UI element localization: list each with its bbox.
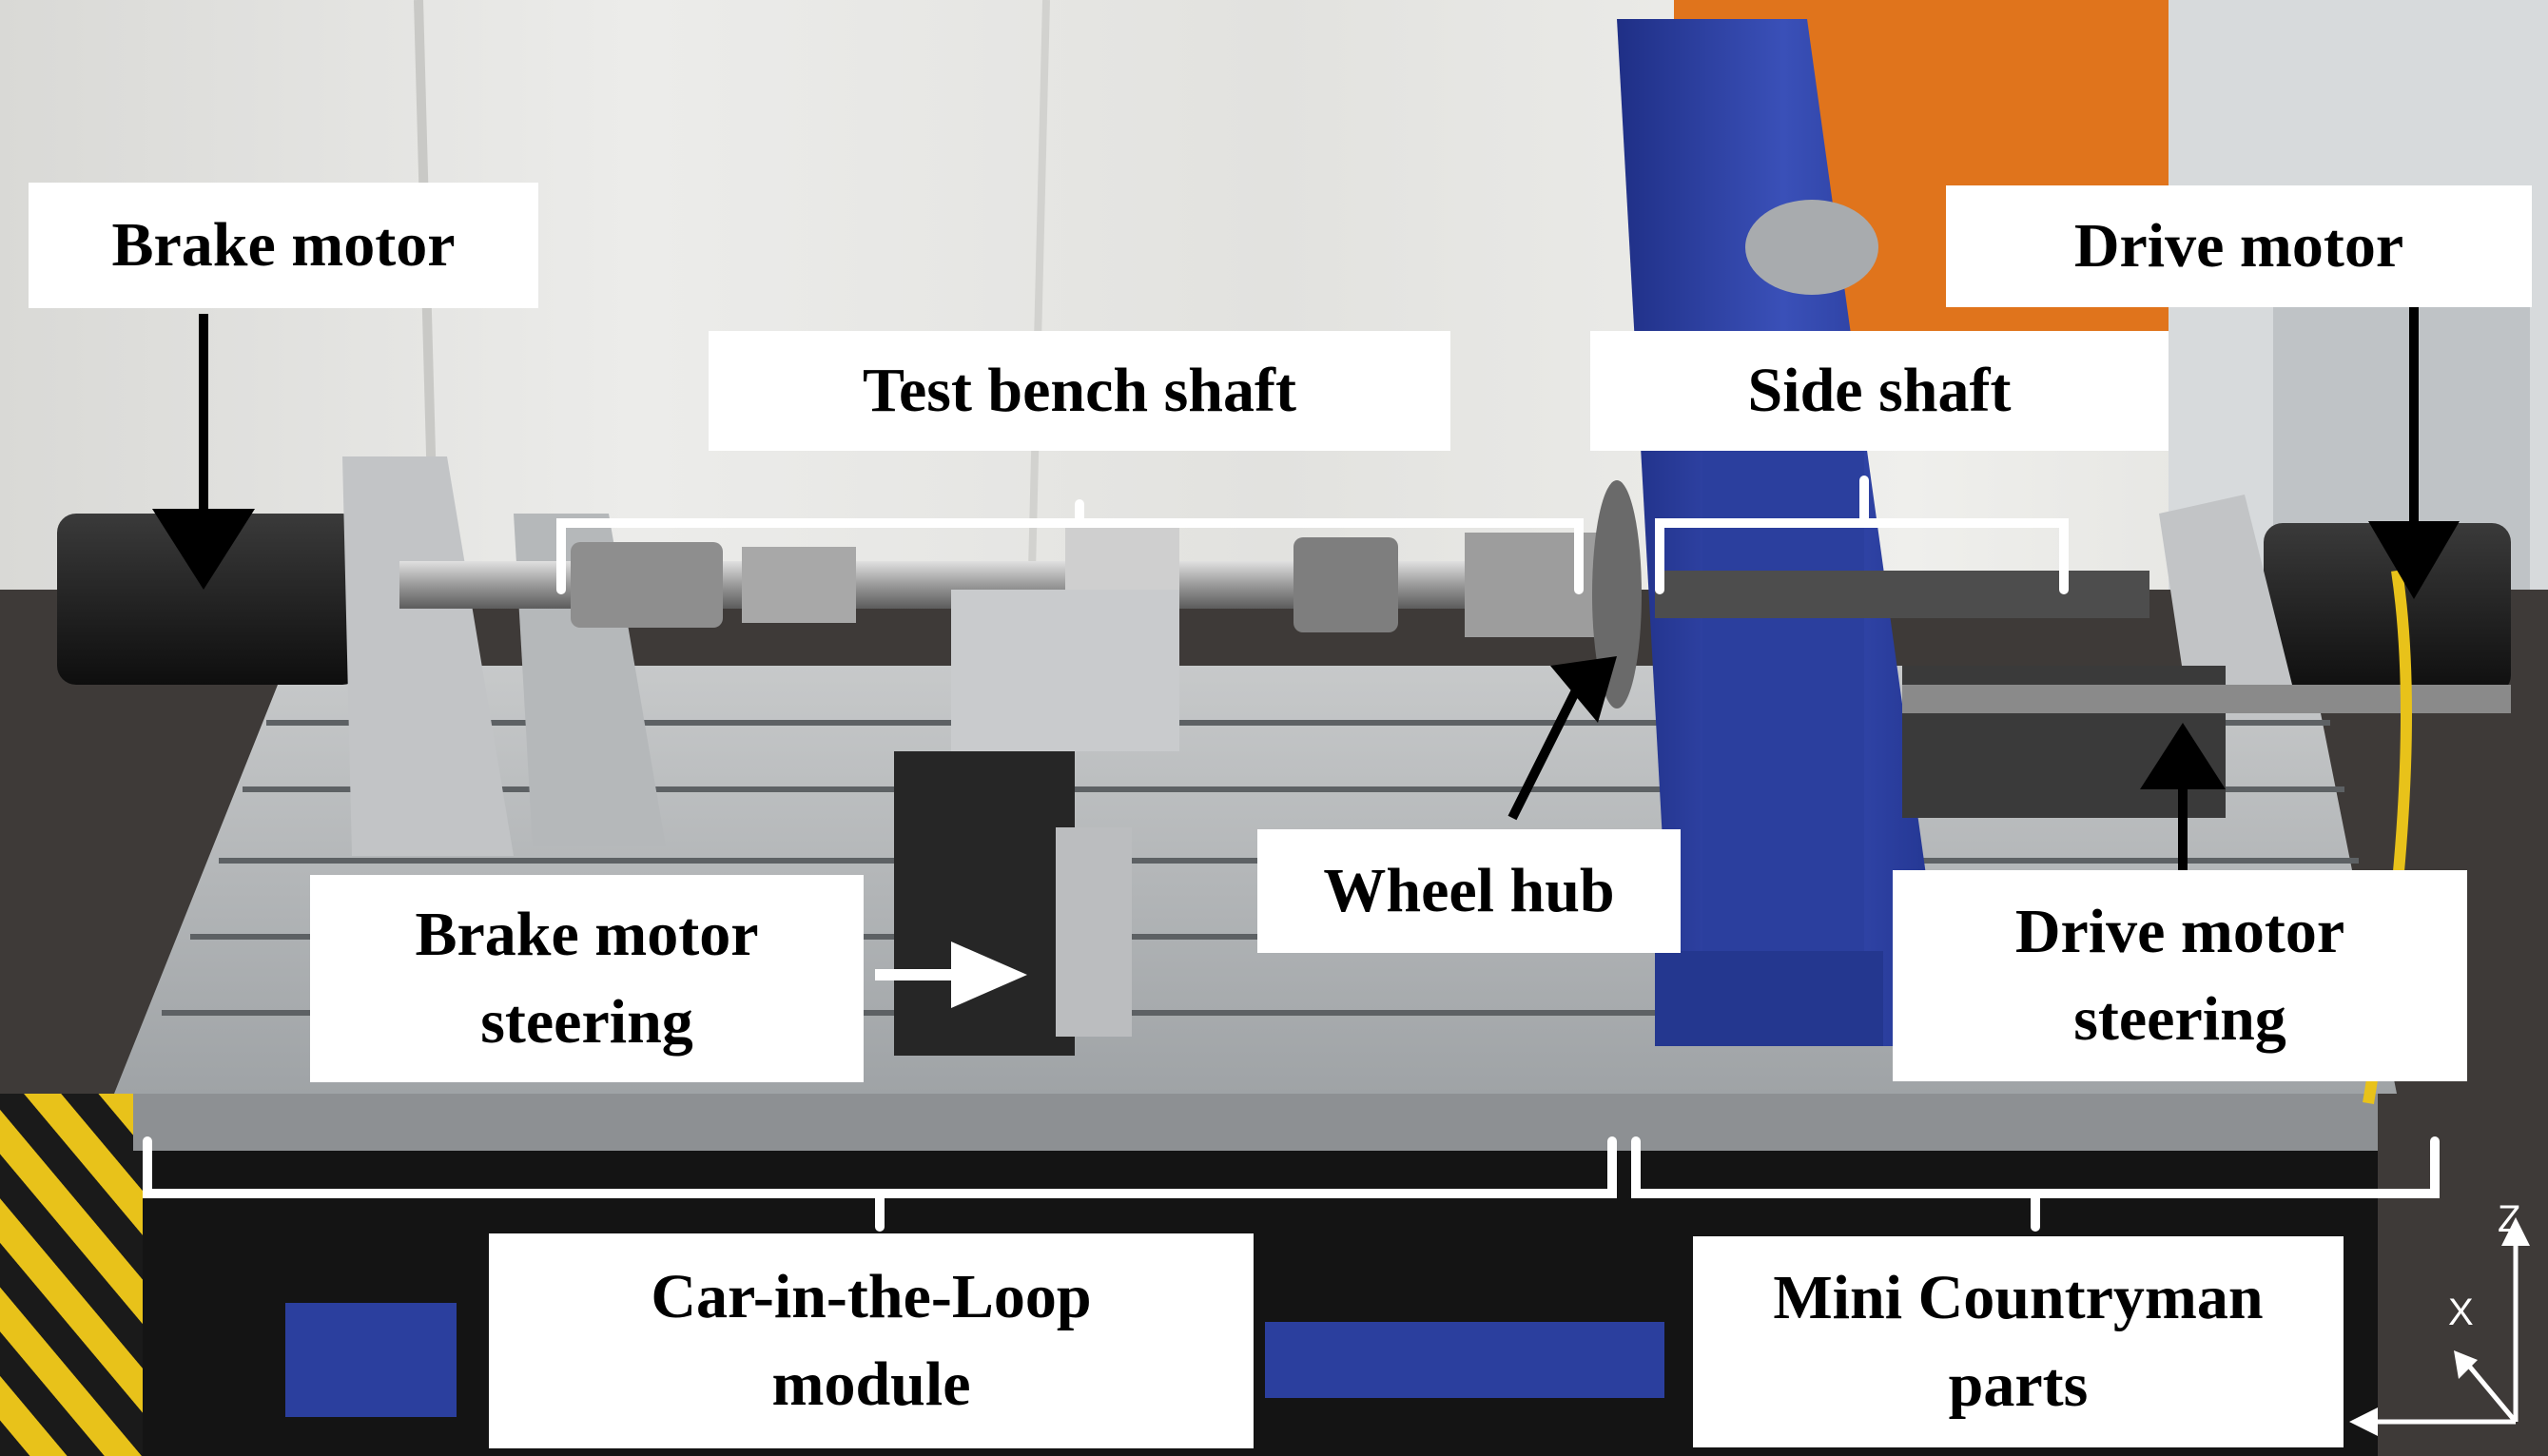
label-car-in-the-loop-line1: Car-in-the-Loop xyxy=(651,1262,1092,1331)
label-wheel-hub-text: Wheel hub xyxy=(1323,856,1615,925)
label-drive-motor-text: Drive motor xyxy=(2073,211,2404,281)
label-drive-motor: Drive motor xyxy=(1946,185,2532,307)
label-brake-motor-steering-line2: steering xyxy=(480,987,693,1057)
label-car-in-the-loop-line2: module xyxy=(771,1349,971,1419)
label-test-bench-shaft-text: Test bench shaft xyxy=(863,356,1296,425)
label-mini-countryman-parts: Mini Countryman parts xyxy=(1693,1236,2344,1447)
label-brake-motor: Brake motor xyxy=(29,183,538,308)
label-drive-motor-steering-line2: steering xyxy=(2073,984,2286,1054)
label-brake-motor-steering-line1: Brake motor xyxy=(415,900,759,969)
label-brake-motor-text: Brake motor xyxy=(111,210,456,280)
axis-x-label: X xyxy=(2448,1291,2474,1333)
label-drive-motor-steering: Drive motor steering xyxy=(1893,870,2467,1081)
label-drive-motor-steering-line1: Drive motor xyxy=(2014,897,2345,966)
label-side-shaft-text: Side shaft xyxy=(1747,356,2012,425)
label-brake-motor-steering: Brake motor steering xyxy=(310,875,864,1082)
axis-z-label: Z xyxy=(2498,1198,2521,1240)
label-mini-countryman-line1: Mini Countryman xyxy=(1773,1263,2264,1332)
label-side-shaft: Side shaft xyxy=(1590,331,2169,451)
label-mini-countryman-line2: parts xyxy=(1948,1350,2089,1420)
label-wheel-hub: Wheel hub xyxy=(1257,829,1681,953)
label-car-in-the-loop-module: Car-in-the-Loop module xyxy=(489,1233,1254,1448)
label-test-bench-shaft: Test bench shaft xyxy=(709,331,1450,451)
